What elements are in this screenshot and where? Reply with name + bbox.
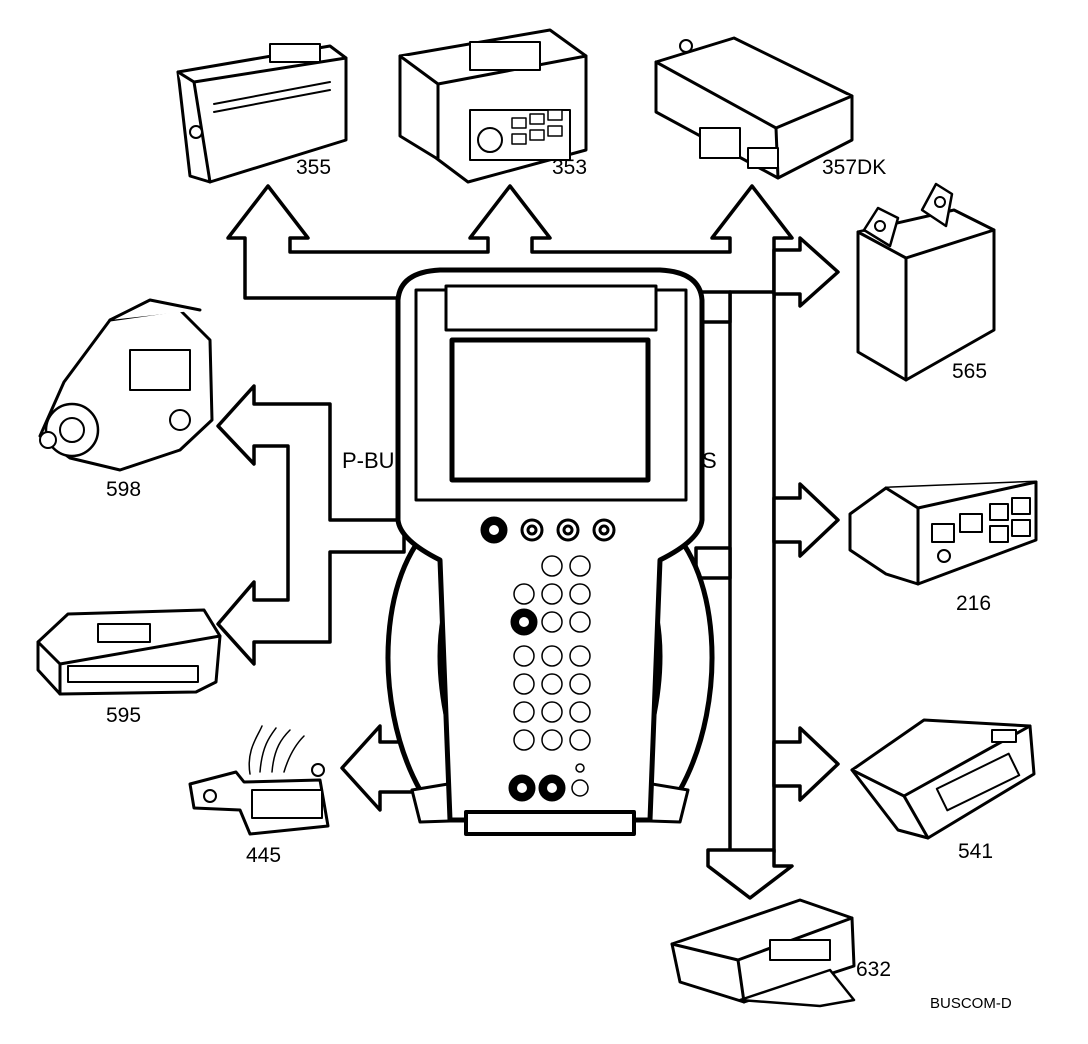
arrow-to-632 [706, 848, 794, 900]
ecu-bracket-icon [670, 898, 856, 1008]
arrow-to-216 [772, 482, 840, 558]
diagnostic-connector-icon [188, 725, 330, 836]
bus-label-left: P-BU [342, 448, 395, 473]
bus-label-right: S [702, 448, 717, 473]
label-355: 355 [296, 156, 331, 179]
control-module-icon [654, 36, 854, 180]
label-445: 445 [246, 844, 281, 867]
arrow-to-541 [772, 726, 840, 802]
diagnostic-tester-icon [385, 267, 715, 836]
display-unit-icon [850, 718, 1036, 840]
arrow-to-565 [772, 236, 840, 308]
engine-ecu-icon [36, 608, 222, 696]
label-541: 541 [958, 840, 993, 863]
sensor-box-icon [856, 182, 996, 382]
cd-changer-icon [176, 43, 348, 184]
label-565: 565 [952, 360, 987, 383]
label-632: 632 [856, 958, 891, 981]
injection-pump-icon [38, 298, 214, 472]
label-353: 353 [552, 156, 587, 179]
control-panel-icon [848, 480, 1038, 586]
arrow-to-598 [216, 384, 406, 666]
radio-icon [398, 28, 588, 184]
label-357dk: 357DK [822, 156, 886, 179]
label-595: 595 [106, 704, 141, 727]
label-598: 598 [106, 478, 141, 501]
figure-code: BUSCOM-D [930, 995, 1012, 1012]
component-labels: 355 353 357DK 565 598 216 595 541 445 63… [106, 156, 1012, 1012]
label-216: 216 [956, 592, 991, 615]
